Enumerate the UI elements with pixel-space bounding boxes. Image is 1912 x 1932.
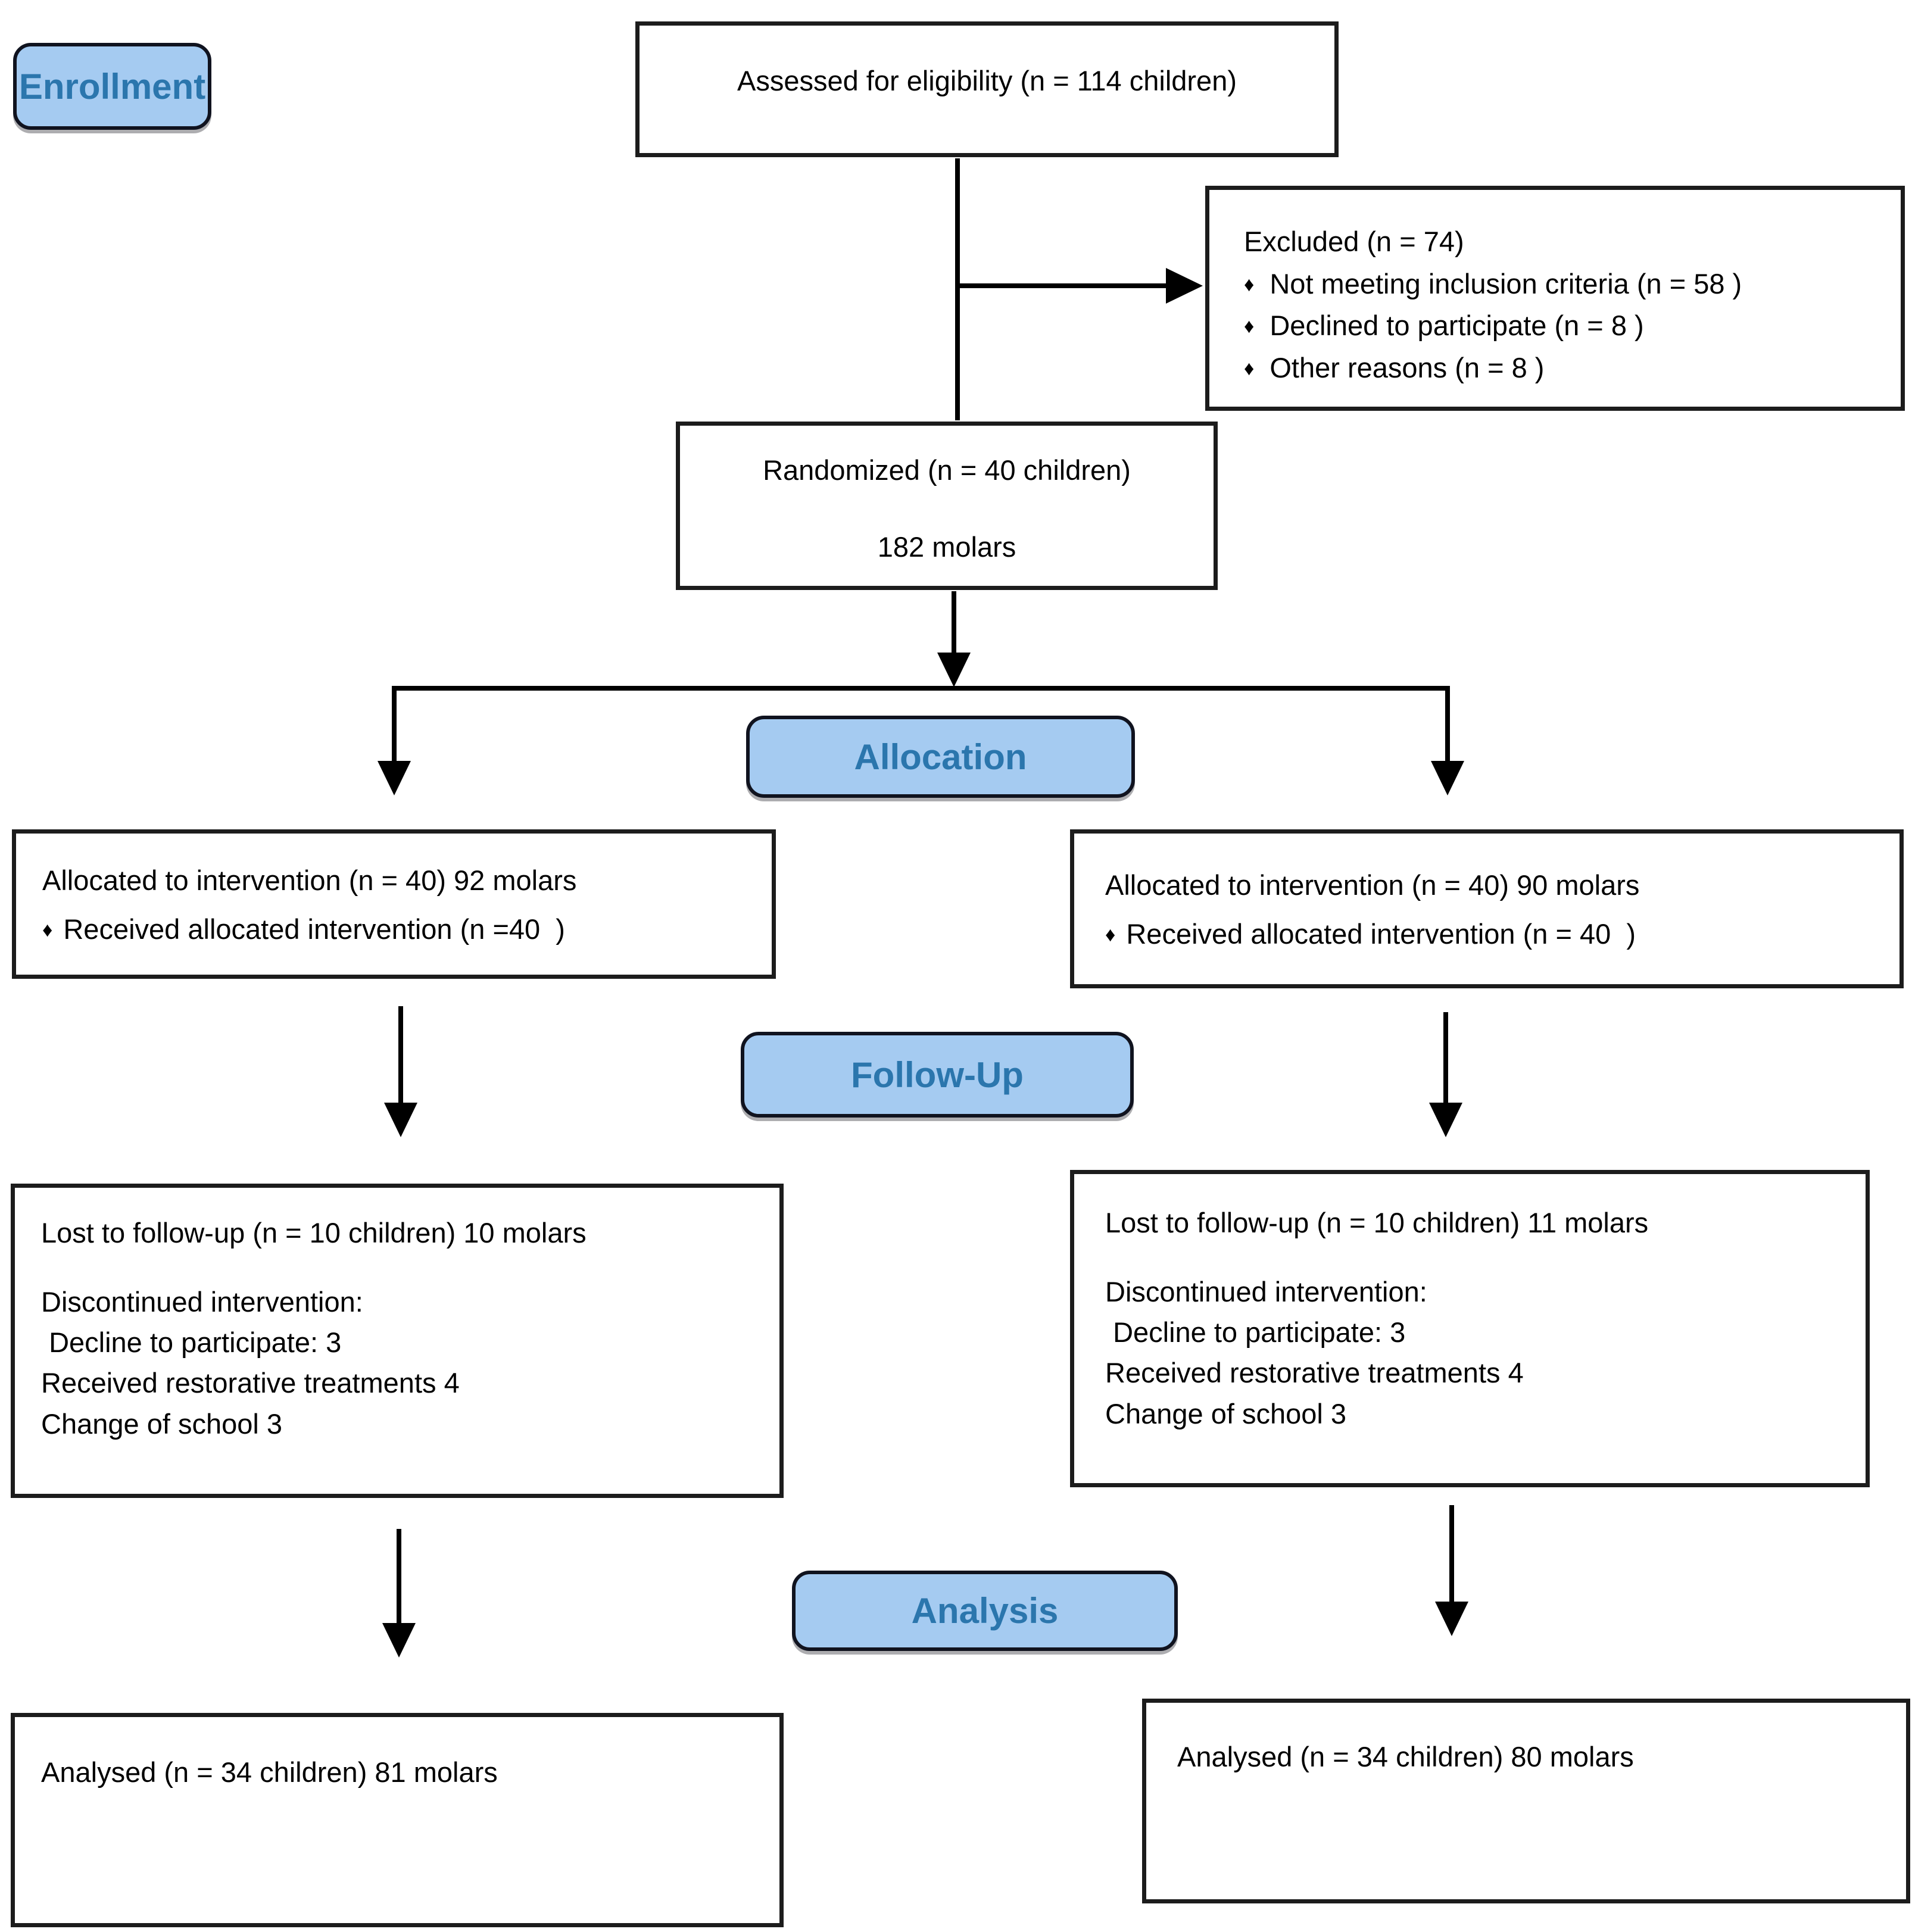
followup-right-line1: Lost to follow-up (n = 10 children) 11 m… [1105, 1207, 1649, 1238]
arrowhead-excluded [1166, 268, 1203, 304]
allocated-left-bullet: ♦ Received allocated intervention (n =40… [42, 905, 754, 954]
randomized-line1: Randomized (n = 40 children) [763, 454, 1131, 486]
excluded-item-text: Declined to participate (n = 8 ) [1270, 310, 1644, 341]
spacer [1105, 1243, 1848, 1272]
arrowhead-branch [937, 653, 971, 687]
excluded-item-text: Other reasons (n = 8 ) [1270, 351, 1545, 383]
excluded-item: ♦ Declined to participate (n = 8 ) [1244, 305, 1877, 347]
followup-right-line3: Decline to participate: 3 [1105, 1316, 1406, 1349]
diamond-bullet-icon: ♦ [1244, 273, 1255, 296]
stage-label-enrollment-text: Enrollment [18, 66, 206, 107]
allocated-left-line1: Allocated to intervention (n = 40) 92 mo… [42, 864, 577, 896]
allocated-right-line1: Allocated to intervention (n = 40) 90 mo… [1105, 869, 1640, 901]
stage-label-enrollment: Enrollment [13, 43, 211, 130]
followup-left-line4: Received restorative treatments 4 [41, 1367, 460, 1399]
box-randomized: Randomized (n = 40 children) 182 molars [676, 422, 1218, 590]
analysed-left-text: Analysed (n = 34 children) 81 molars [41, 1756, 498, 1788]
arrowhead-left-analysed [382, 1623, 416, 1658]
assessed-text: Assessed for eligibility (n = 114 childr… [737, 65, 1237, 96]
arrowhead-right-alloc [1431, 761, 1464, 795]
followup-right-line2: Discontinued intervention: [1105, 1276, 1427, 1308]
diamond-bullet-icon: ♦ [1105, 923, 1116, 947]
arrowhead-right-followup [1429, 1103, 1462, 1137]
stage-label-followup-text: Follow-Up [851, 1054, 1024, 1095]
excluded-item: ♦ Not meeting inclusion criteria (n = 58… [1244, 263, 1877, 305]
box-analysed-left: Analysed (n = 34 children) 81 molars [11, 1713, 784, 1927]
followup-right-line5: Change of school 3 [1105, 1397, 1347, 1430]
diamond-bullet-icon: ♦ [1244, 357, 1255, 380]
allocated-right-bullet: ♦ Received allocated intervention (n = 4… [1105, 910, 1882, 959]
arrowhead-left-alloc [378, 761, 411, 795]
randomized-line2: 182 molars [877, 530, 1016, 563]
followup-right-line4: Received restorative treatments 4 [1105, 1357, 1524, 1389]
followup-left-line3: Decline to participate: 3 [41, 1327, 342, 1359]
box-allocated-right: Allocated to intervention (n = 40) 90 mo… [1070, 829, 1904, 988]
stage-label-allocation-text: Allocation [854, 736, 1027, 777]
stage-label-analysis: Analysis [792, 1571, 1178, 1651]
allocated-right-bullet-text: Received allocated intervention (n = 40 … [1126, 918, 1636, 950]
arrowhead-right-analysed [1435, 1602, 1468, 1636]
arrowhead-left-followup [384, 1103, 417, 1137]
diamond-bullet-icon: ♦ [42, 919, 53, 942]
stage-label-allocation: Allocation [746, 716, 1135, 798]
followup-left-line5: Change of school 3 [41, 1407, 283, 1440]
box-analysed-right: Analysed (n = 34 children) 80 molars [1142, 1699, 1910, 1903]
allocated-left-bullet-text: Received allocated intervention (n =40 ) [63, 913, 565, 945]
excluded-item-text: Not meeting inclusion criteria (n = 58 ) [1270, 267, 1742, 299]
box-followup-left: Lost to follow-up (n = 10 children) 10 m… [11, 1184, 784, 1498]
excluded-title: Excluded (n = 74) [1244, 226, 1464, 257]
box-followup-right: Lost to follow-up (n = 10 children) 11 m… [1070, 1170, 1870, 1487]
box-allocated-left: Allocated to intervention (n = 40) 92 mo… [12, 829, 776, 979]
box-assessed-eligibility: Assessed for eligibility (n = 114 childr… [635, 21, 1339, 157]
box-excluded: Excluded (n = 74) ♦ Not meeting inclusio… [1205, 186, 1905, 411]
diamond-bullet-icon: ♦ [1244, 315, 1255, 338]
excluded-item: ♦ Other reasons (n = 8 ) [1244, 347, 1877, 389]
followup-left-line1: Lost to follow-up (n = 10 children) 10 m… [41, 1217, 587, 1249]
followup-left-line2: Discontinued intervention: [41, 1286, 363, 1318]
stage-label-followup: Follow-Up [741, 1032, 1134, 1118]
spacer [41, 1253, 762, 1282]
stage-label-analysis-text: Analysis [911, 1591, 1059, 1631]
analysed-right-text: Analysed (n = 34 children) 80 molars [1177, 1741, 1634, 1772]
